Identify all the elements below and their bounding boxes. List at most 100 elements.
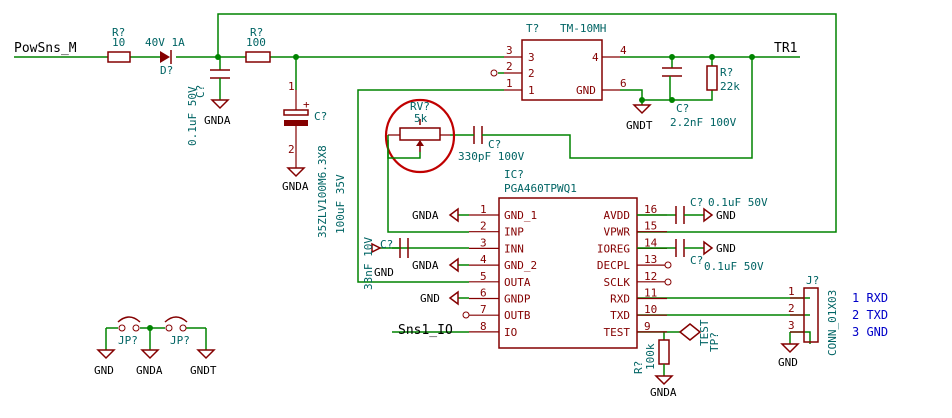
pin-name: SCLK (604, 276, 631, 289)
junction-dot (709, 54, 715, 60)
svg-text:Sns1_IO: Sns1_IO (398, 323, 453, 338)
jumper-jp1: JP? (117, 316, 141, 347)
junction-dot (293, 54, 299, 60)
svg-text:C?: C? (380, 238, 393, 251)
pin-name: TXD (610, 309, 630, 322)
pin-name: GNDP (504, 293, 531, 306)
pin-name: GND_2 (504, 259, 537, 272)
svg-text:+: + (303, 98, 310, 111)
pin-number: 7 (480, 303, 487, 316)
svg-text:GND: GND (778, 356, 798, 369)
svg-text:GNDA: GNDA (412, 259, 439, 272)
svg-text:GND: GND (94, 364, 114, 377)
pin-name: IOREG (597, 242, 630, 255)
pin-name: GND_1 (504, 209, 537, 222)
jumper-jp2: JP? (164, 316, 190, 347)
junction-dot (669, 97, 675, 103)
capacitor-c6: GND C? 0.1uF 50V (637, 196, 768, 224)
gnda-symbol-pin4: GNDA (412, 257, 469, 273)
svg-text:22k: 22k (720, 80, 740, 93)
pin-name: RXD (610, 293, 630, 306)
pin-number: 13 (644, 253, 657, 266)
svg-text:6: 6 (620, 77, 627, 90)
svg-text:C?: C? (194, 85, 207, 98)
pin-number: 2 (480, 220, 487, 233)
svg-text:2 TXD: 2 TXD (852, 308, 888, 322)
svg-text:JP?: JP? (170, 334, 190, 347)
junction-dot (215, 54, 221, 60)
pin-number: 8 (480, 320, 487, 333)
svg-text:TEST: TEST (698, 319, 711, 346)
net-label-sns1-io: Sns1_IO (392, 323, 469, 338)
svg-text:GND: GND (374, 266, 394, 279)
svg-text:JP?: JP? (118, 334, 138, 347)
svg-text:2.2nF 100V: 2.2nF 100V (670, 116, 737, 129)
svg-text:TP?: TP? (708, 332, 721, 352)
pin-number: 14 (644, 236, 658, 249)
svg-text:3: 3 (788, 319, 795, 332)
ic-pin-outb: 7 OUTB (469, 303, 531, 322)
svg-text:100k: 100k (644, 343, 657, 370)
svg-text:C?: C? (690, 254, 703, 267)
svg-text:1: 1 (506, 77, 513, 90)
net-label-powsns: PowSns_M (14, 41, 77, 56)
svg-text:1: 1 (788, 285, 795, 298)
pin-name: IO (504, 326, 517, 339)
ic-pin-gnd_1: 1 GND_1 (469, 203, 537, 222)
svg-text:10: 10 (112, 36, 125, 49)
connector-j1: 1 2 3 J? CONN_01X03 GND 1 RXD 2 TXD 3 GN… (778, 274, 888, 369)
gnd-symbol-pin6: GND (420, 290, 469, 306)
svg-text:R?: R? (250, 26, 263, 39)
svg-text:CONN_01X03: CONN_01X03 (826, 290, 839, 356)
pin-number: 4 (480, 253, 487, 266)
pin-number: 6 (480, 287, 487, 300)
svg-text:C?: C? (488, 138, 501, 151)
diode-d1: 40V 1A D? (145, 36, 185, 77)
transformer-t1: T? TM-10MH 3 2 1 3 2 1 4 6 4 GND GNDT (490, 22, 653, 132)
svg-text:GNDA: GNDA (650, 386, 677, 399)
pin-number: 5 (480, 270, 487, 283)
resistor-r1: R? 10 (107, 26, 131, 63)
junctions (147, 54, 755, 331)
ic-right-pins: 16AVDD15VPWR14IOREG13DECPL12SCLK11RXD10T… (597, 203, 667, 339)
pin-number: 15 (644, 220, 657, 233)
svg-text:3: 3 (528, 51, 535, 64)
svg-text:3 GND: 3 GND (852, 325, 888, 339)
pin-number: 11 (644, 287, 657, 300)
net-label-tr1: TR1 (774, 41, 797, 56)
pin-number: 1 (480, 203, 487, 216)
resistor-r3: R? 22k (706, 65, 740, 93)
wires (14, 13, 837, 344)
pin-name: AVDD (604, 209, 631, 222)
potentiometer-rv1: RV? 5k (384, 98, 456, 174)
svg-text:R?: R? (632, 361, 645, 374)
pin-name: OUTB (504, 309, 531, 322)
no-connect-pin13 (664, 261, 672, 269)
gnda-symbol-pin1: GNDA (412, 207, 469, 223)
resistor-r4: GNDA R? 100k (632, 339, 677, 399)
svg-text:GND: GND (420, 292, 440, 305)
svg-text:GND: GND (576, 84, 596, 97)
svg-text:GNDA: GNDA (136, 364, 163, 377)
capacitor-c2: 1 2 + C? GNDA 35ZLV100M6.3X8 100uF 35V (282, 80, 347, 238)
svg-text:1 RXD: 1 RXD (852, 291, 888, 305)
ic-pin-io: 8 IO (469, 320, 517, 339)
svg-text:4: 4 (620, 44, 627, 57)
svg-text:3: 3 (506, 44, 513, 57)
svg-text:2: 2 (788, 302, 795, 315)
junction-dot (147, 325, 153, 331)
pin-name: DECPL (597, 259, 630, 272)
svg-text:33nF 10V: 33nF 10V (362, 237, 375, 290)
svg-text:D?: D? (160, 64, 173, 77)
test-point: TP? TEST (678, 319, 721, 352)
svg-text:GNDA: GNDA (204, 114, 231, 127)
svg-text:C?: C? (690, 196, 703, 209)
svg-text:IC?: IC? (504, 168, 524, 181)
